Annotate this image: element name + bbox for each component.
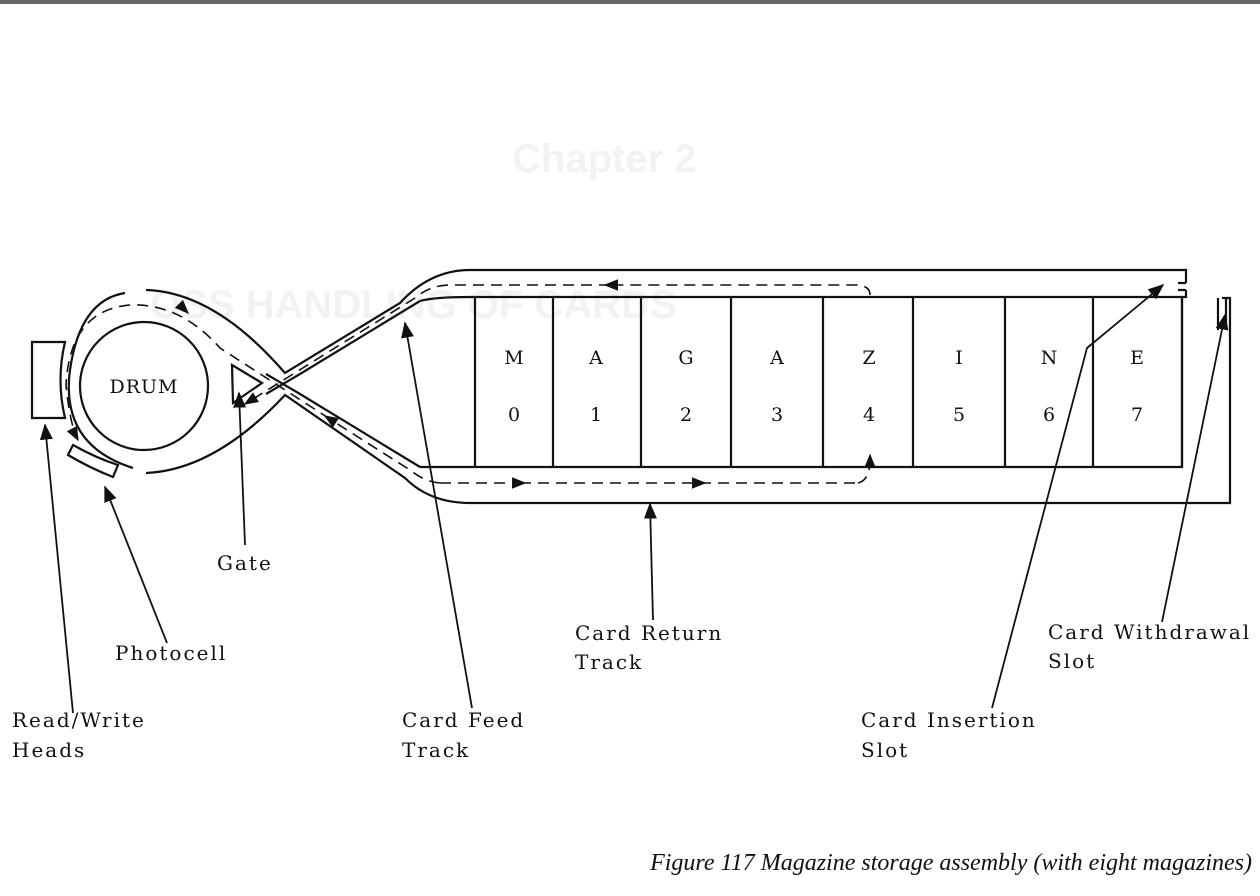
magazine-7-number: 7 bbox=[1131, 404, 1143, 426]
read-write-label-line1: Read/Write bbox=[12, 708, 146, 732]
magazine-1-number: 1 bbox=[590, 404, 602, 426]
drum-label: DRUM bbox=[109, 376, 178, 398]
magazine-4-number: 4 bbox=[863, 404, 875, 426]
magazine-6-number: 6 bbox=[1043, 404, 1055, 426]
track-inner-top bbox=[419, 290, 1188, 303]
magazine-1-letter: A bbox=[588, 347, 603, 369]
card-insertion-label-line2: Slot bbox=[861, 738, 909, 762]
track-outer-left-arc bbox=[67, 291, 134, 470]
magazine-0-number: 0 bbox=[508, 404, 520, 426]
insertion-slot bbox=[1178, 281, 1186, 292]
card-withdrawal-label-line1: Card Withdrawal bbox=[1048, 620, 1251, 644]
magazine-7-letter: E bbox=[1130, 347, 1144, 369]
magazine-4-letter: Z bbox=[862, 347, 875, 369]
magazine-0-letter: M bbox=[504, 347, 523, 369]
magazine-3-number: 3 bbox=[771, 404, 783, 426]
card-flow-path bbox=[65, 279, 876, 489]
photocell-label: Photocell bbox=[115, 641, 227, 665]
leader-lines bbox=[39, 283, 1229, 714]
magazine-5-letter: I bbox=[955, 347, 963, 369]
photocell-shape bbox=[66, 443, 120, 479]
figure-caption: Figure 117 Magazine storage assembly (wi… bbox=[649, 850, 1252, 876]
card-feed-label-line2: Track bbox=[402, 738, 470, 762]
gate-shape bbox=[230, 363, 265, 406]
magazine-6-letter: N bbox=[1041, 347, 1058, 369]
card-insertion-label-line1: Card Insertion bbox=[861, 708, 1037, 732]
card-return-label-line1: Card Return bbox=[575, 621, 723, 645]
magazine-5-number: 5 bbox=[953, 404, 965, 426]
track-crossing-segments bbox=[265, 300, 421, 468]
bleed-through-background: Chapter 2 OSS HANDLING OF CARDS bbox=[0, 0, 1260, 327]
track-outer-bottom bbox=[145, 296, 1232, 505]
magazine-2-letter: G bbox=[678, 347, 693, 369]
drum bbox=[78, 320, 210, 452]
card-feed-label-line1: Card Feed bbox=[402, 708, 525, 732]
magazine-row: M 0 A 1 G 2 A 3 Z 4 I 5 N 6 E 7 bbox=[473, 297, 1184, 467]
svg-text:Chapter 2: Chapter 2 bbox=[512, 137, 697, 181]
card-withdrawal-label-line2: Slot bbox=[1048, 649, 1096, 673]
track-inner-bottom bbox=[419, 297, 1184, 469]
read-write-label-line2: Heads bbox=[12, 738, 86, 762]
read-write-heads-shape bbox=[30, 340, 67, 420]
gate-label: Gate bbox=[217, 551, 273, 575]
card-return-label-line2: Track bbox=[575, 650, 643, 674]
magazine-2-number: 2 bbox=[680, 404, 692, 426]
track-outer-top bbox=[145, 268, 1188, 375]
magazine-3-letter: A bbox=[769, 347, 784, 369]
